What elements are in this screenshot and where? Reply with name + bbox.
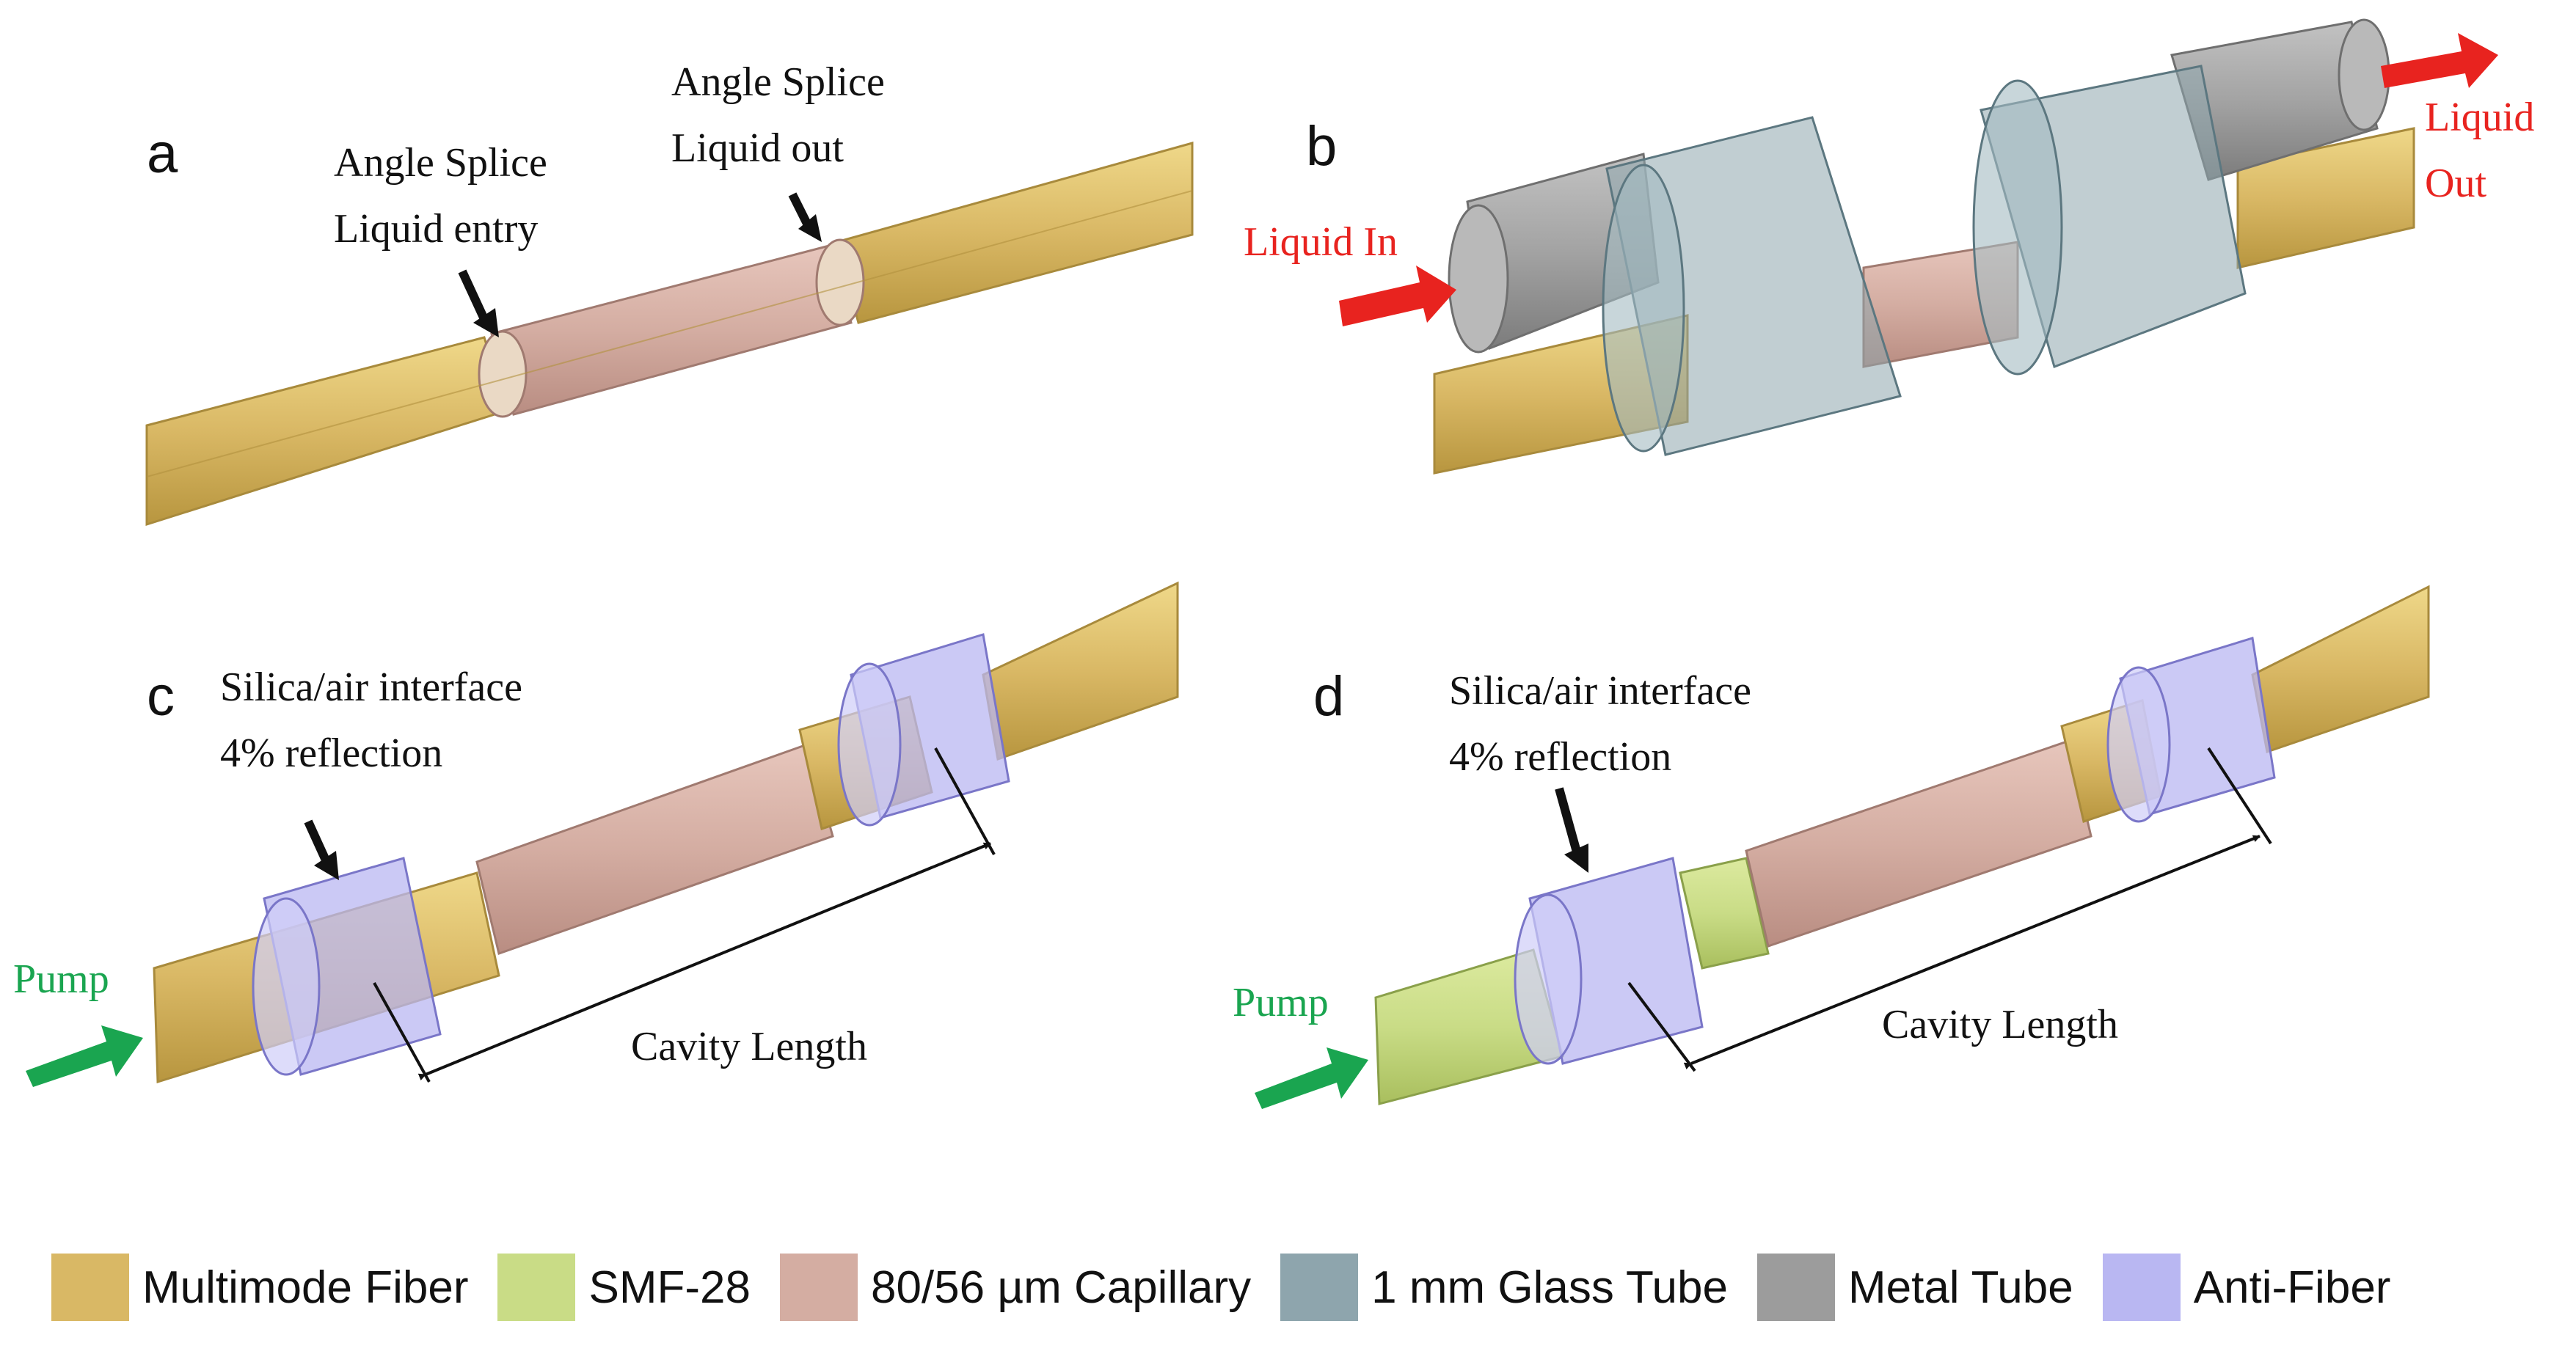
- legend-label-smf28: SMF-28: [588, 1262, 751, 1313]
- legend-label-glass-tube: 1 mm Glass Tube: [1371, 1262, 1728, 1313]
- interface-label-d-2: 4% reflection: [1449, 734, 1671, 780]
- liquid-out-label-2: Out: [2425, 161, 2486, 206]
- legend-swatch-metal-tube: [1756, 1254, 1835, 1321]
- panel-letter-c: c: [147, 665, 175, 728]
- metal-tube-left-end: [1448, 204, 1509, 354]
- cavity-length-arrow-c: [417, 842, 991, 1081]
- legend-swatch-capillary: [779, 1254, 858, 1321]
- legend-swatch-multimode: [51, 1254, 129, 1321]
- glass-tube-left-face: [1602, 164, 1685, 453]
- interface-pointer-c-head: [314, 851, 339, 880]
- multimode-fiber-d-right: [2251, 585, 2430, 753]
- multimode-fiber-lower-right: [2236, 127, 2415, 269]
- interface-pointer-c: [304, 819, 331, 864]
- interface-pointer-d: [1555, 787, 1582, 856]
- panel-b: b Liquid In Liquid Out: [1244, 18, 2534, 475]
- legend-item-anti-fiber: Anti-Fiber: [2102, 1254, 2391, 1321]
- legend-item-capillary: 80/56 µm Capillary: [779, 1254, 1252, 1321]
- liquid-in-arrow: [1339, 266, 1456, 326]
- interface-pointer-d-head: [1564, 843, 1588, 873]
- legend-label-metal-tube: Metal Tube: [1847, 1262, 2073, 1313]
- liquid-in-label: Liquid In: [1244, 219, 1398, 265]
- cavity-length-label-d: Cavity Length: [1882, 1002, 2118, 1047]
- legend-item-multimode: Multimode Fiber: [51, 1254, 468, 1321]
- legend-item-smf28: SMF-28: [497, 1254, 751, 1321]
- panel-a: a Angle Splice Liquid entry Angle Splice…: [145, 59, 1194, 527]
- interface-label-c-2: 4% reflection: [220, 731, 442, 776]
- angle-splice-out-label-2: Liquid out: [671, 125, 844, 171]
- legend-label-anti-fiber: Anti-Fiber: [2193, 1262, 2391, 1313]
- legend: Multimode Fiber SMF-28 80/56 µm Capillar…: [51, 1247, 2546, 1328]
- pump-label-c: Pump: [13, 956, 109, 1002]
- anti-fiber-c-right-face: [837, 662, 902, 827]
- cavity-right-tick-c: [934, 747, 996, 855]
- glass-tube-right-face: [1972, 79, 2063, 376]
- legend-swatch-glass-tube: [1280, 1254, 1359, 1321]
- panel-letter-a: a: [147, 122, 178, 185]
- cavity-right-tick-d: [2207, 747, 2272, 845]
- liquid-out-label-1: Liquid: [2425, 95, 2534, 140]
- panel-letter-b: b: [1306, 115, 1337, 178]
- cavity-length-label-c: Cavity Length: [631, 1024, 867, 1069]
- pump-arrow-c: [26, 1025, 143, 1087]
- anti-fiber-d-right-face: [2106, 666, 2171, 823]
- legend-swatch-anti-fiber: [2102, 1254, 2181, 1321]
- panel-letter-d: d: [1313, 665, 1344, 728]
- angle-splice-entry-label-2: Liquid entry: [334, 206, 538, 252]
- multimode-fiber-c-right: [982, 581, 1179, 761]
- interface-label-d-1: Silica/air interface: [1449, 668, 1751, 714]
- capillary-segment: [490, 244, 853, 416]
- capillary-d: [1745, 739, 2092, 948]
- legend-swatch-smf28: [497, 1254, 576, 1321]
- liquid-out-arrow: [2381, 33, 2498, 88]
- metal-tube-right-end: [2338, 18, 2390, 131]
- legend-label-multimode: Multimode Fiber: [142, 1262, 469, 1313]
- multimode-fiber-left: [145, 336, 508, 527]
- entry-pointer-arrowhead: [473, 308, 499, 337]
- cavity-length-arrow-d: [1683, 835, 2261, 1069]
- out-pointer-arrowhead: [798, 214, 822, 242]
- legend-label-capillary: 80/56 µm Capillary: [870, 1262, 1252, 1313]
- capillary-c: [475, 743, 834, 955]
- angle-splice-out-label-1: Angle Splice: [671, 59, 885, 105]
- anti-fiber-c-left-face: [252, 897, 321, 1076]
- angle-splice-entry-label-1: Angle Splice: [334, 140, 547, 186]
- panel-c: c Silica/air interface 4% reflection Pum…: [13, 581, 1179, 1087]
- panel-d: d Silica/air interface 4% reflection Pum…: [1233, 585, 2430, 1109]
- fiber-centerline-a: [146, 190, 1193, 477]
- anti-fiber-d-left-face: [1514, 893, 1583, 1065]
- interface-label-c-1: Silica/air interface: [220, 665, 522, 710]
- legend-item-metal-tube: Metal Tube: [1756, 1254, 2073, 1321]
- pump-arrow-d: [1255, 1047, 1368, 1109]
- legend-item-glass-tube: 1 mm Glass Tube: [1280, 1254, 1728, 1321]
- angle-splice-entry: [478, 330, 528, 418]
- out-pointer-arrow: [788, 192, 811, 226]
- angle-splice-out: [815, 238, 865, 326]
- entry-pointer-arrow: [458, 269, 489, 321]
- pump-label-d: Pump: [1233, 980, 1329, 1025]
- multimode-fiber-right: [835, 142, 1194, 324]
